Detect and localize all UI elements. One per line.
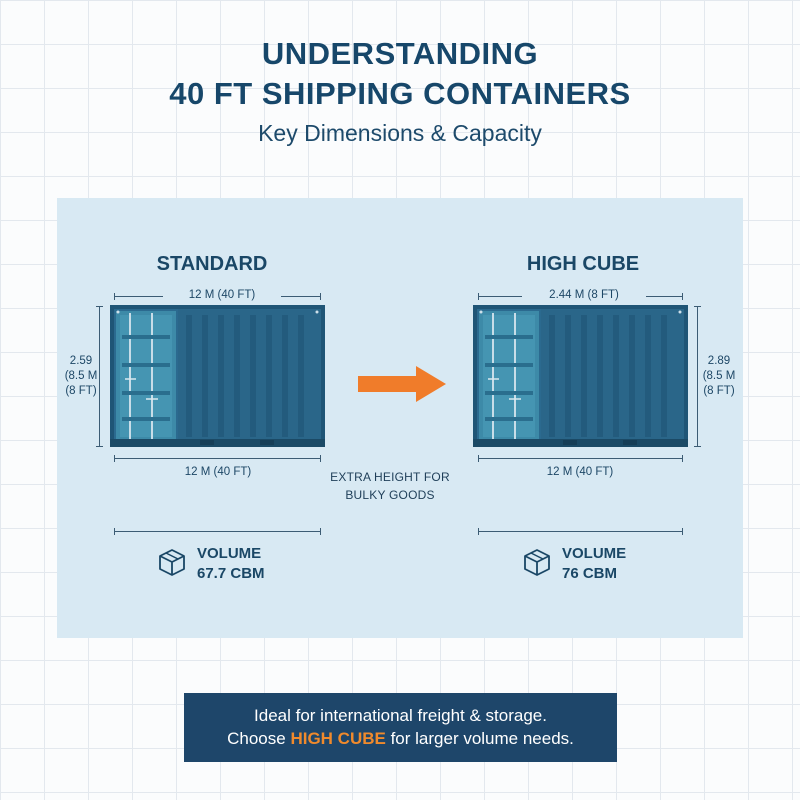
standard-container-illustration [110,305,325,447]
footer-line-2: Choose HIGH CUBE for larger volume needs… [184,727,617,750]
high-cube-volume-line [478,531,682,532]
high-cube-volume: VOLUME 76 CBM [522,545,652,587]
standard-title: STANDARD [156,253,268,275]
right-arrow-icon [358,366,446,402]
standard-height-line-3: (8 FT) [65,385,97,397]
tick [682,528,683,535]
tick [478,293,479,300]
high-cube-volume-label: VOLUME [562,545,627,562]
standard-height-line-2: (8.5 M [64,370,98,382]
high-cube-top-dimension: 2.44 M (8 FT) [522,288,646,303]
tick [478,528,479,535]
footer-banner: Ideal for international freight & storag… [184,693,617,762]
standard-volume: VOLUME 67.7 CBM [157,545,287,587]
standard-bottom-dimension-line [114,458,320,459]
high-cube-height-dimension: 2.89 (8.5 M (8 FT) [694,354,744,399]
high-cube-height-line-3: (8 FT) [703,385,735,397]
footer-highlight: HIGH CUBE [290,729,386,748]
tick [478,455,479,462]
standard-top-dimension: 12 M (40 FT) [163,288,281,303]
standard-bottom-dimension: 12 M (40 FT) [184,466,252,478]
tick [682,293,683,300]
footer-line-1: Ideal for international freight & storag… [254,706,547,725]
high-cube-height-line-1: 2.89 [707,355,731,367]
tick [96,306,103,307]
box-icon [524,549,550,576]
high-cube-container-illustration [473,305,688,447]
footer-line-2-after: for larger volume needs. [390,729,574,748]
high-cube-height-line [697,306,698,446]
title-line-1: UNDERSTANDING [261,36,539,71]
standard-volume-line [114,531,320,532]
tick [682,455,683,462]
tick [320,293,321,300]
high-cube-bottom-dimension-line [478,458,682,459]
title-line-2: 40 FT SHIPPING CONTAINERS [169,76,631,111]
tick [694,306,701,307]
tick [96,446,103,447]
tick [320,455,321,462]
high-cube-bottom-dimension: 12 M (40 FT) [546,466,614,478]
note-line-2: BULKY GOODS [345,488,435,502]
standard-height-dimension: 2.59 (8.5 M (8 FT) [56,354,106,399]
high-cube-volume-value: 76 CBM [562,565,618,582]
high-cube-title: HIGH CUBE [526,253,640,275]
footer-line-2-before: Choose [227,729,286,748]
tick [114,528,115,535]
tick [320,528,321,535]
note-line-1: EXTRA HEIGHT FOR [330,470,450,484]
tick [694,446,701,447]
box-icon [159,549,185,576]
standard-height-line [99,306,100,446]
standard-height-line-1: 2.59 [69,355,93,367]
tick [114,293,115,300]
extra-height-note: EXTRA HEIGHT FOR BULKY GOODS [320,468,460,504]
subtitle: Key Dimensions & Capacity [258,120,542,146]
standard-volume-label: VOLUME [197,545,262,562]
high-cube-height-line-2: (8.5 M [702,370,736,382]
standard-volume-value: 67.7 CBM [197,565,265,582]
tick [114,455,115,462]
